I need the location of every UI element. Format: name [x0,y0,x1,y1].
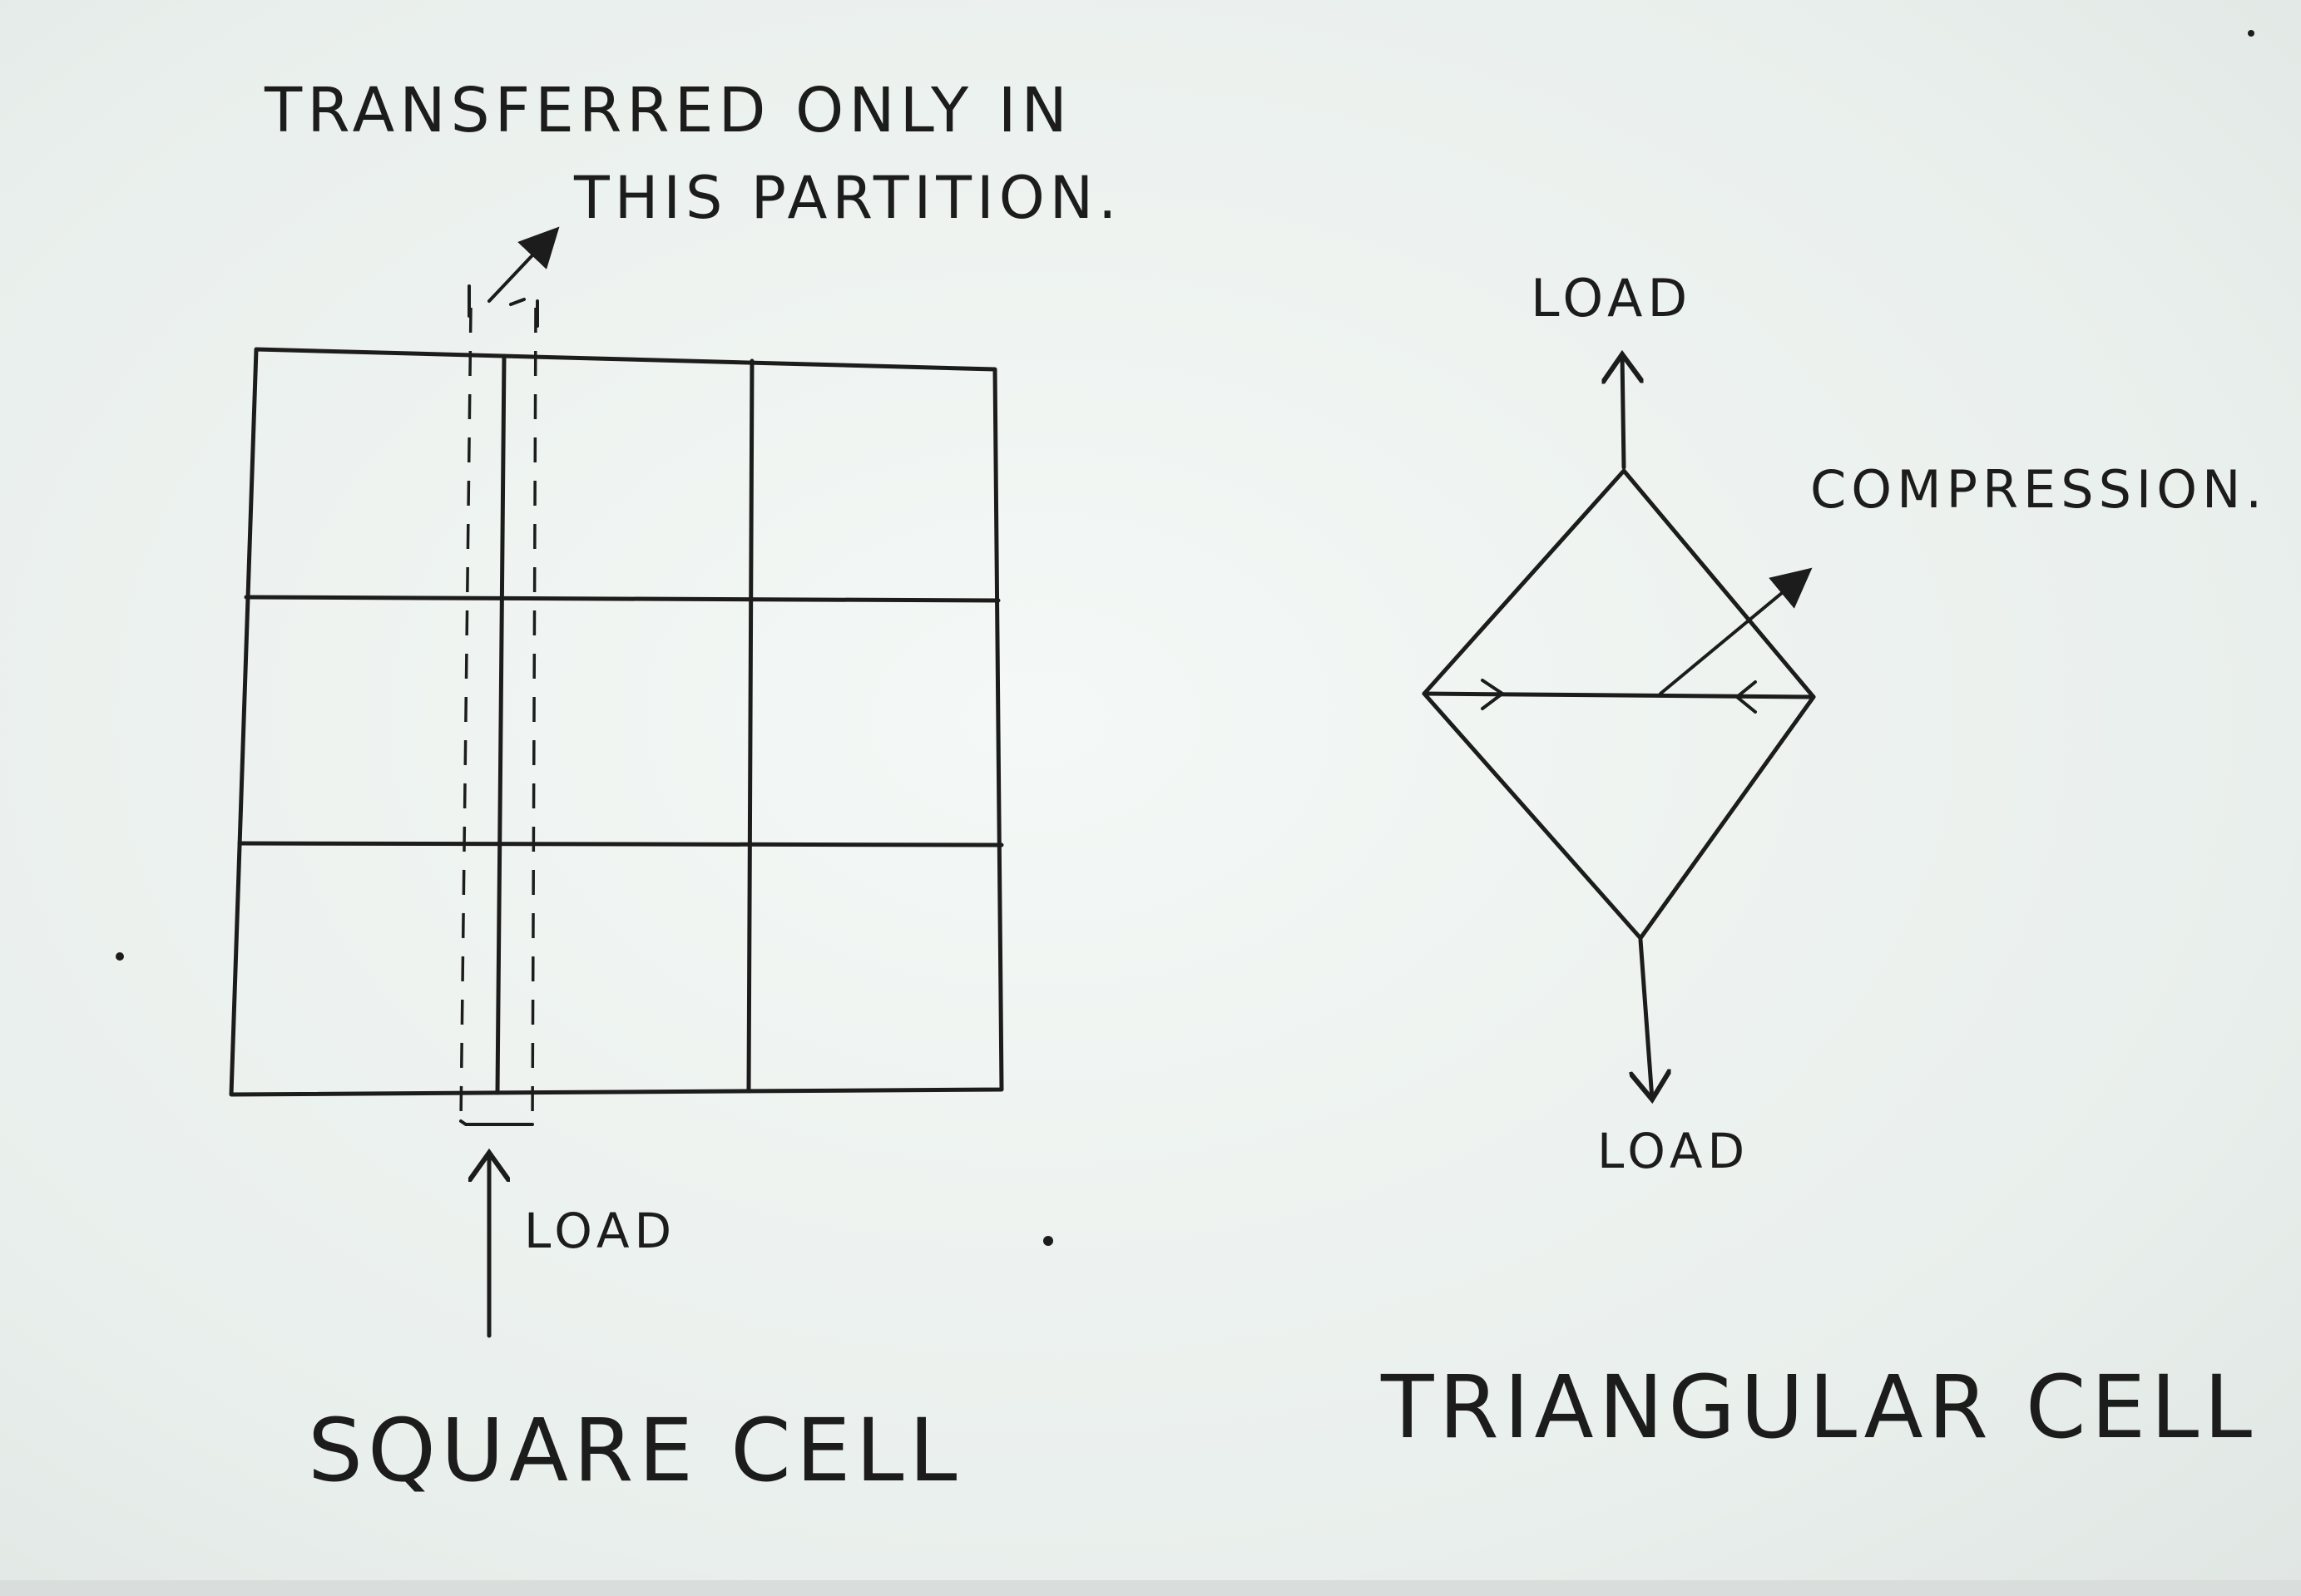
square-cell-row-divider-2 [237,841,1004,847]
triangular-cell-top-load-arrow [1622,354,1624,470]
partition-annotation-arrow [487,226,560,303]
compression-marker-left [1481,679,1506,710]
square-cell-group: TRANSFERRED ONLY IN THIS PARTITION. LOAD… [229,75,1121,1501]
square-cell-row-divider-1 [244,595,1001,603]
page-edge-strip [0,1580,2301,1596]
square-cell-outline [229,347,1004,1097]
square-cell-column-divider-1 [495,353,507,1095]
triangular-cell-group: LOAD COMPRESSION. LOAD TRIANGULAR CELL [1380,268,2267,1458]
square-cell-column-divider-2 [746,358,755,1094]
compression-marker-right [1734,680,1757,714]
compression-label: COMPRESSION. [1810,459,2267,520]
triangular-cell-bottom-load-label: LOAD [1597,1123,1749,1179]
triangular-cell-diamond [1422,468,1816,941]
compression-pointer-arrow [1659,567,1813,695]
triangular-cell-horizontal-member [1422,691,1816,699]
pencil-specks [116,30,2254,1246]
transfer-partition-strip [459,284,539,1126]
square-cell-title: SQUARE CELL [308,1400,962,1501]
partition-annotation-line2: THIS PARTITION. [573,164,1121,232]
partition-annotation-line1: TRANSFERRED ONLY IN [264,75,1072,146]
triangular-cell-title: TRIANGULAR CELL [1380,1356,2257,1458]
triangular-cell-bottom-load-arrow [1640,937,1652,1099]
square-cell-load-label: LOAD [524,1203,676,1259]
triangular-cell-top-load-label: LOAD [1531,268,1692,329]
